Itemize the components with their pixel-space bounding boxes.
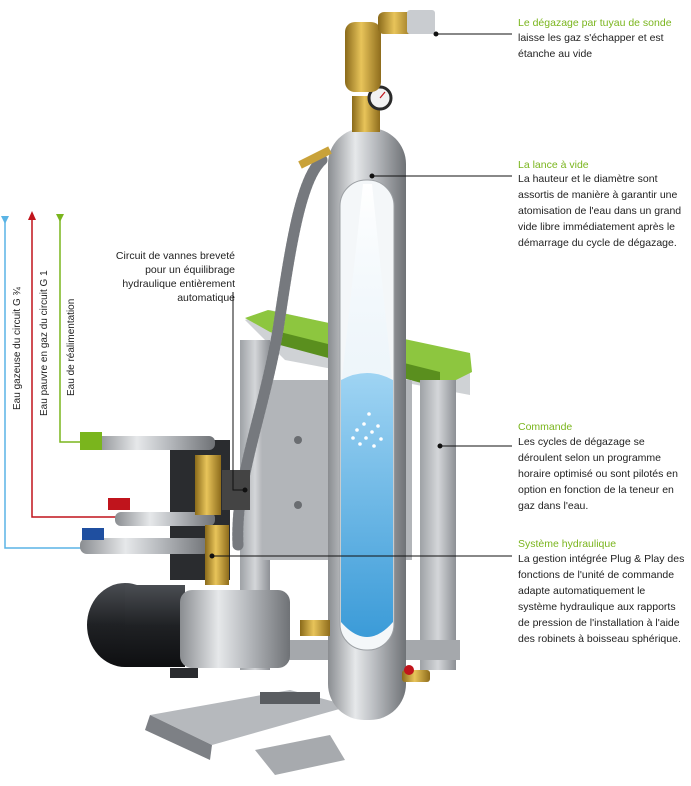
callout-commande-text: Les cycles de dégazage se déroulent selo… — [518, 436, 678, 512]
callout-leaders — [209, 31, 512, 559]
callout-commande-title: Commande — [518, 421, 573, 433]
callout-degazage-text: laisse les gaz s'échapper et est étanche… — [518, 32, 664, 60]
callout-circuit-text: Circuit de vannes breveté pour un équili… — [115, 250, 235, 304]
callout-degazage-title: Le dégazage par tuyau de sonde — [518, 17, 672, 29]
vacuum-lance — [328, 128, 430, 720]
pipe-label-gazeuse: Eau gazeuse du circuit G ¾ — [12, 287, 23, 410]
pipe-label-pauvre: Eau pauvre en gaz du circuit G 1 — [39, 270, 50, 416]
callout-systeme-title: Système hydraulique — [518, 538, 617, 550]
hydraulic-manifold — [80, 432, 250, 585]
callout-lance-title: La lance à vide — [518, 159, 589, 171]
pump — [87, 583, 330, 678]
pipe-line-pauvre — [28, 211, 120, 518]
base-frame — [145, 690, 350, 775]
callout-lance-text: La hauteur et le diamètre sont assortis … — [518, 173, 682, 249]
pipe-label-realimentation: Eau de réalimentation — [66, 298, 77, 396]
callout-systeme-text: La gestion intégrée Plug & Play des fonc… — [518, 553, 685, 645]
degassing-valve — [298, 10, 435, 169]
